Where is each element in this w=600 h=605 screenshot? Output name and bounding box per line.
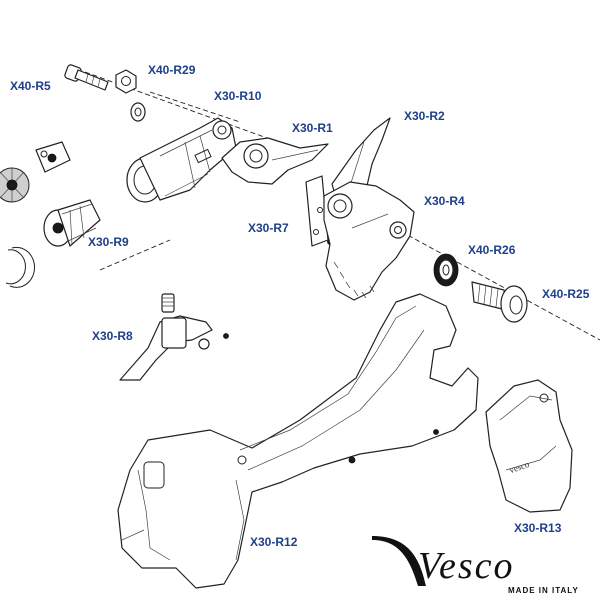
- part-x30-r1-blade: [221, 137, 329, 185]
- part-x30-r4-gear-segment: [323, 181, 415, 301]
- part-x30-r8-trigger: [119, 293, 229, 381]
- label-x30-r7: X30-R7: [248, 221, 289, 235]
- label-x30-r13: X30-R13: [514, 521, 562, 535]
- label-x30-r8: X30-R8: [92, 329, 133, 343]
- part-x30-r12-body: [117, 293, 479, 589]
- label-x30-r9: X30-R9: [88, 235, 129, 249]
- assembly-axis-lines: [84, 71, 600, 341]
- label-x40-r5: X40-R5: [10, 79, 51, 93]
- label-x40-r25: X40-R25: [542, 287, 590, 301]
- brand-logo-graphic: [372, 536, 426, 586]
- label-x30-r1: X30-R1: [292, 121, 333, 135]
- label-x30-r4: X30-R4: [424, 194, 465, 208]
- label-x30-r10: X30-R10: [214, 89, 262, 103]
- part-snap-ring: [5, 246, 36, 288]
- part-gear-cluster: [0, 141, 71, 203]
- part-washer-small: [130, 102, 146, 122]
- part-x40-r5-bolt: [64, 64, 109, 91]
- label-x40-r26: X40-R26: [468, 243, 516, 257]
- label-x30-r12: X30-R12: [250, 535, 298, 549]
- brand-tagline: MADE IN ITALY: [508, 586, 579, 595]
- part-x40-r29-nut: [115, 69, 137, 94]
- label-x40-r29: X40-R29: [148, 63, 196, 77]
- part-x30-r10-housing: [126, 117, 237, 203]
- brand-name: Vesco: [418, 545, 515, 587]
- part-x40-r26-bearing: [433, 253, 459, 287]
- label-x30-r2: X30-R2: [404, 109, 445, 123]
- part-x30-r13-cover: vesco: [485, 379, 573, 513]
- part-x30-r9-coupler: [43, 199, 101, 247]
- part-x40-r25-bolt: [471, 281, 528, 323]
